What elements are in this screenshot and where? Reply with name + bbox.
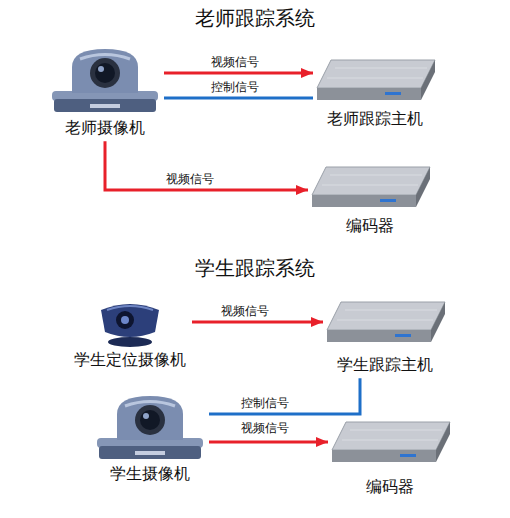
signal-connector <box>164 97 313 100</box>
signal-label: 视频信号 <box>219 304 271 318</box>
server-illustration <box>327 302 445 342</box>
ptz-camera-illustration <box>97 396 203 459</box>
device-caption: 老师跟踪主机 <box>327 109 423 128</box>
positioning-camera-illustration <box>101 304 159 347</box>
section-heading: 老师跟踪系统 <box>195 6 315 30</box>
device-node: 老师跟踪主机 <box>315 58 435 128</box>
signal-connector <box>209 378 360 414</box>
server-illustration <box>332 422 450 462</box>
signal-label: 视频信号 <box>209 55 261 69</box>
device-caption: 编码器 <box>366 477 414 496</box>
device-caption: 学生定位摄像机 <box>74 350 186 369</box>
signal-label: 控制信号 <box>209 80 261 94</box>
signal-label: 控制信号 <box>239 396 291 410</box>
device-node: 学生定位摄像机 <box>72 298 188 369</box>
device-node: 编码器 <box>330 420 450 496</box>
signal-connector <box>209 441 328 444</box>
device-caption: 编码器 <box>346 216 394 235</box>
signal-connector <box>192 321 323 324</box>
device-node: 学生跟踪主机 <box>325 300 445 374</box>
section-heading: 学生跟踪系统 <box>195 256 315 280</box>
ptz-camera-illustration <box>52 49 158 112</box>
device-caption: 学生摄像机 <box>110 464 190 483</box>
device-caption: 学生跟踪主机 <box>337 355 433 374</box>
signal-connector <box>105 141 308 190</box>
device-caption: 老师摄像机 <box>65 118 145 137</box>
server-illustration <box>317 60 435 100</box>
signal-label: 视频信号 <box>239 421 291 435</box>
device-node: 学生摄像机 <box>95 392 205 483</box>
device-node: 编码器 <box>310 165 430 235</box>
server-illustration <box>312 167 430 207</box>
device-node: 老师摄像机 <box>50 45 160 137</box>
signal-label: 视频信号 <box>164 172 216 186</box>
signal-connector <box>164 72 313 75</box>
